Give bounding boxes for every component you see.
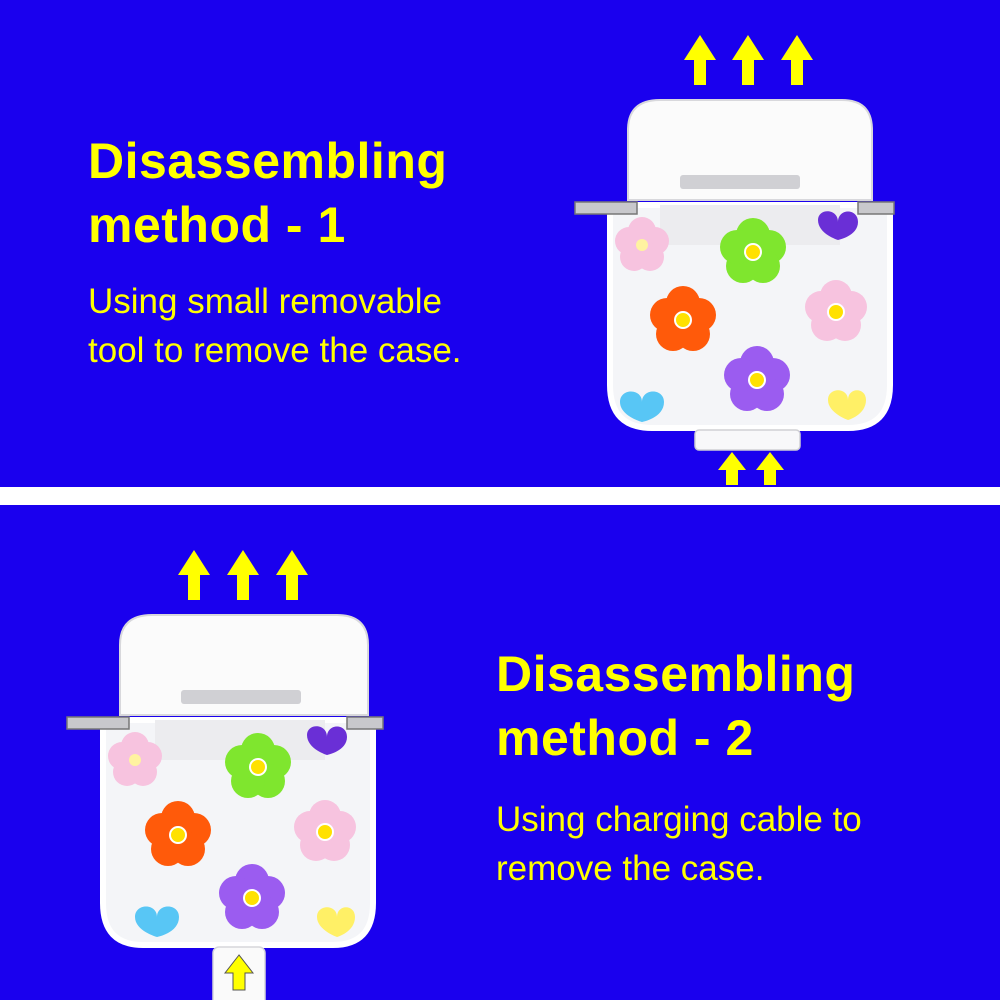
flower-icon (294, 800, 356, 861)
flower-icon (720, 218, 786, 283)
method-1-description: Using small removable tool to remove the… (88, 277, 462, 375)
method-2-title: Disassembling method - 2 (496, 642, 855, 770)
flower-icon (145, 801, 211, 866)
clip-right (857, 201, 895, 215)
airpods-case-illustration (66, 550, 384, 1000)
flower-icon (108, 732, 162, 786)
heart-icon (620, 391, 664, 422)
flower-icon (650, 286, 716, 351)
flower-icon (225, 733, 291, 798)
method-1-desc-line2: tool to remove the case. (88, 331, 462, 370)
airpods-case-illustration (574, 35, 895, 485)
method-1-panel: Disassembling method - 1 Using small rem… (0, 0, 1000, 487)
up-arrow-icon (227, 550, 259, 600)
case-lid (119, 614, 369, 716)
method-1-title: Disassembling method - 1 (88, 129, 447, 257)
up-arrow-icon (756, 452, 784, 485)
method-1-desc-line1: Using small removable (88, 282, 443, 321)
method-1-title-line2: method - 1 (88, 197, 346, 253)
removable-tool (694, 429, 801, 451)
up-arrow-icon (178, 550, 210, 600)
method-2-title-line1: Disassembling (496, 646, 856, 702)
up-arrow-icon (732, 35, 764, 85)
up-arrow-icon (718, 452, 746, 485)
heart-icon (307, 726, 347, 755)
hinge-slot (181, 690, 301, 704)
method-2-panel: Disassembling method - 2 Using charging … (0, 505, 1000, 1000)
flower-icon (615, 217, 669, 271)
method-2-desc-line2: remove the case. (496, 849, 765, 888)
heart-icon (818, 211, 858, 240)
clip-left (574, 201, 638, 215)
method-2-description: Using charging cable to remove the case. (496, 795, 862, 893)
flower-icon (805, 280, 867, 341)
method-2-desc-line1: Using charging cable to (496, 800, 862, 839)
method-1-title-line1: Disassembling (88, 133, 448, 189)
up-arrow-icon (223, 954, 255, 991)
method-2-title-line2: method - 2 (496, 710, 754, 766)
up-arrow-icon (276, 550, 308, 600)
clip-left (66, 716, 130, 730)
up-arrow-icon (781, 35, 813, 85)
heart-icon (828, 390, 866, 420)
section-divider (0, 487, 1000, 505)
heart-icon (135, 906, 179, 937)
flower-icon (219, 864, 285, 929)
clear-case-body (100, 717, 376, 948)
flower-icon (724, 346, 790, 411)
clip-right (346, 716, 384, 730)
hinge-slot (680, 175, 800, 189)
heart-icon (317, 907, 355, 937)
clear-case-body (607, 202, 893, 431)
up-arrow-icon (684, 35, 716, 85)
